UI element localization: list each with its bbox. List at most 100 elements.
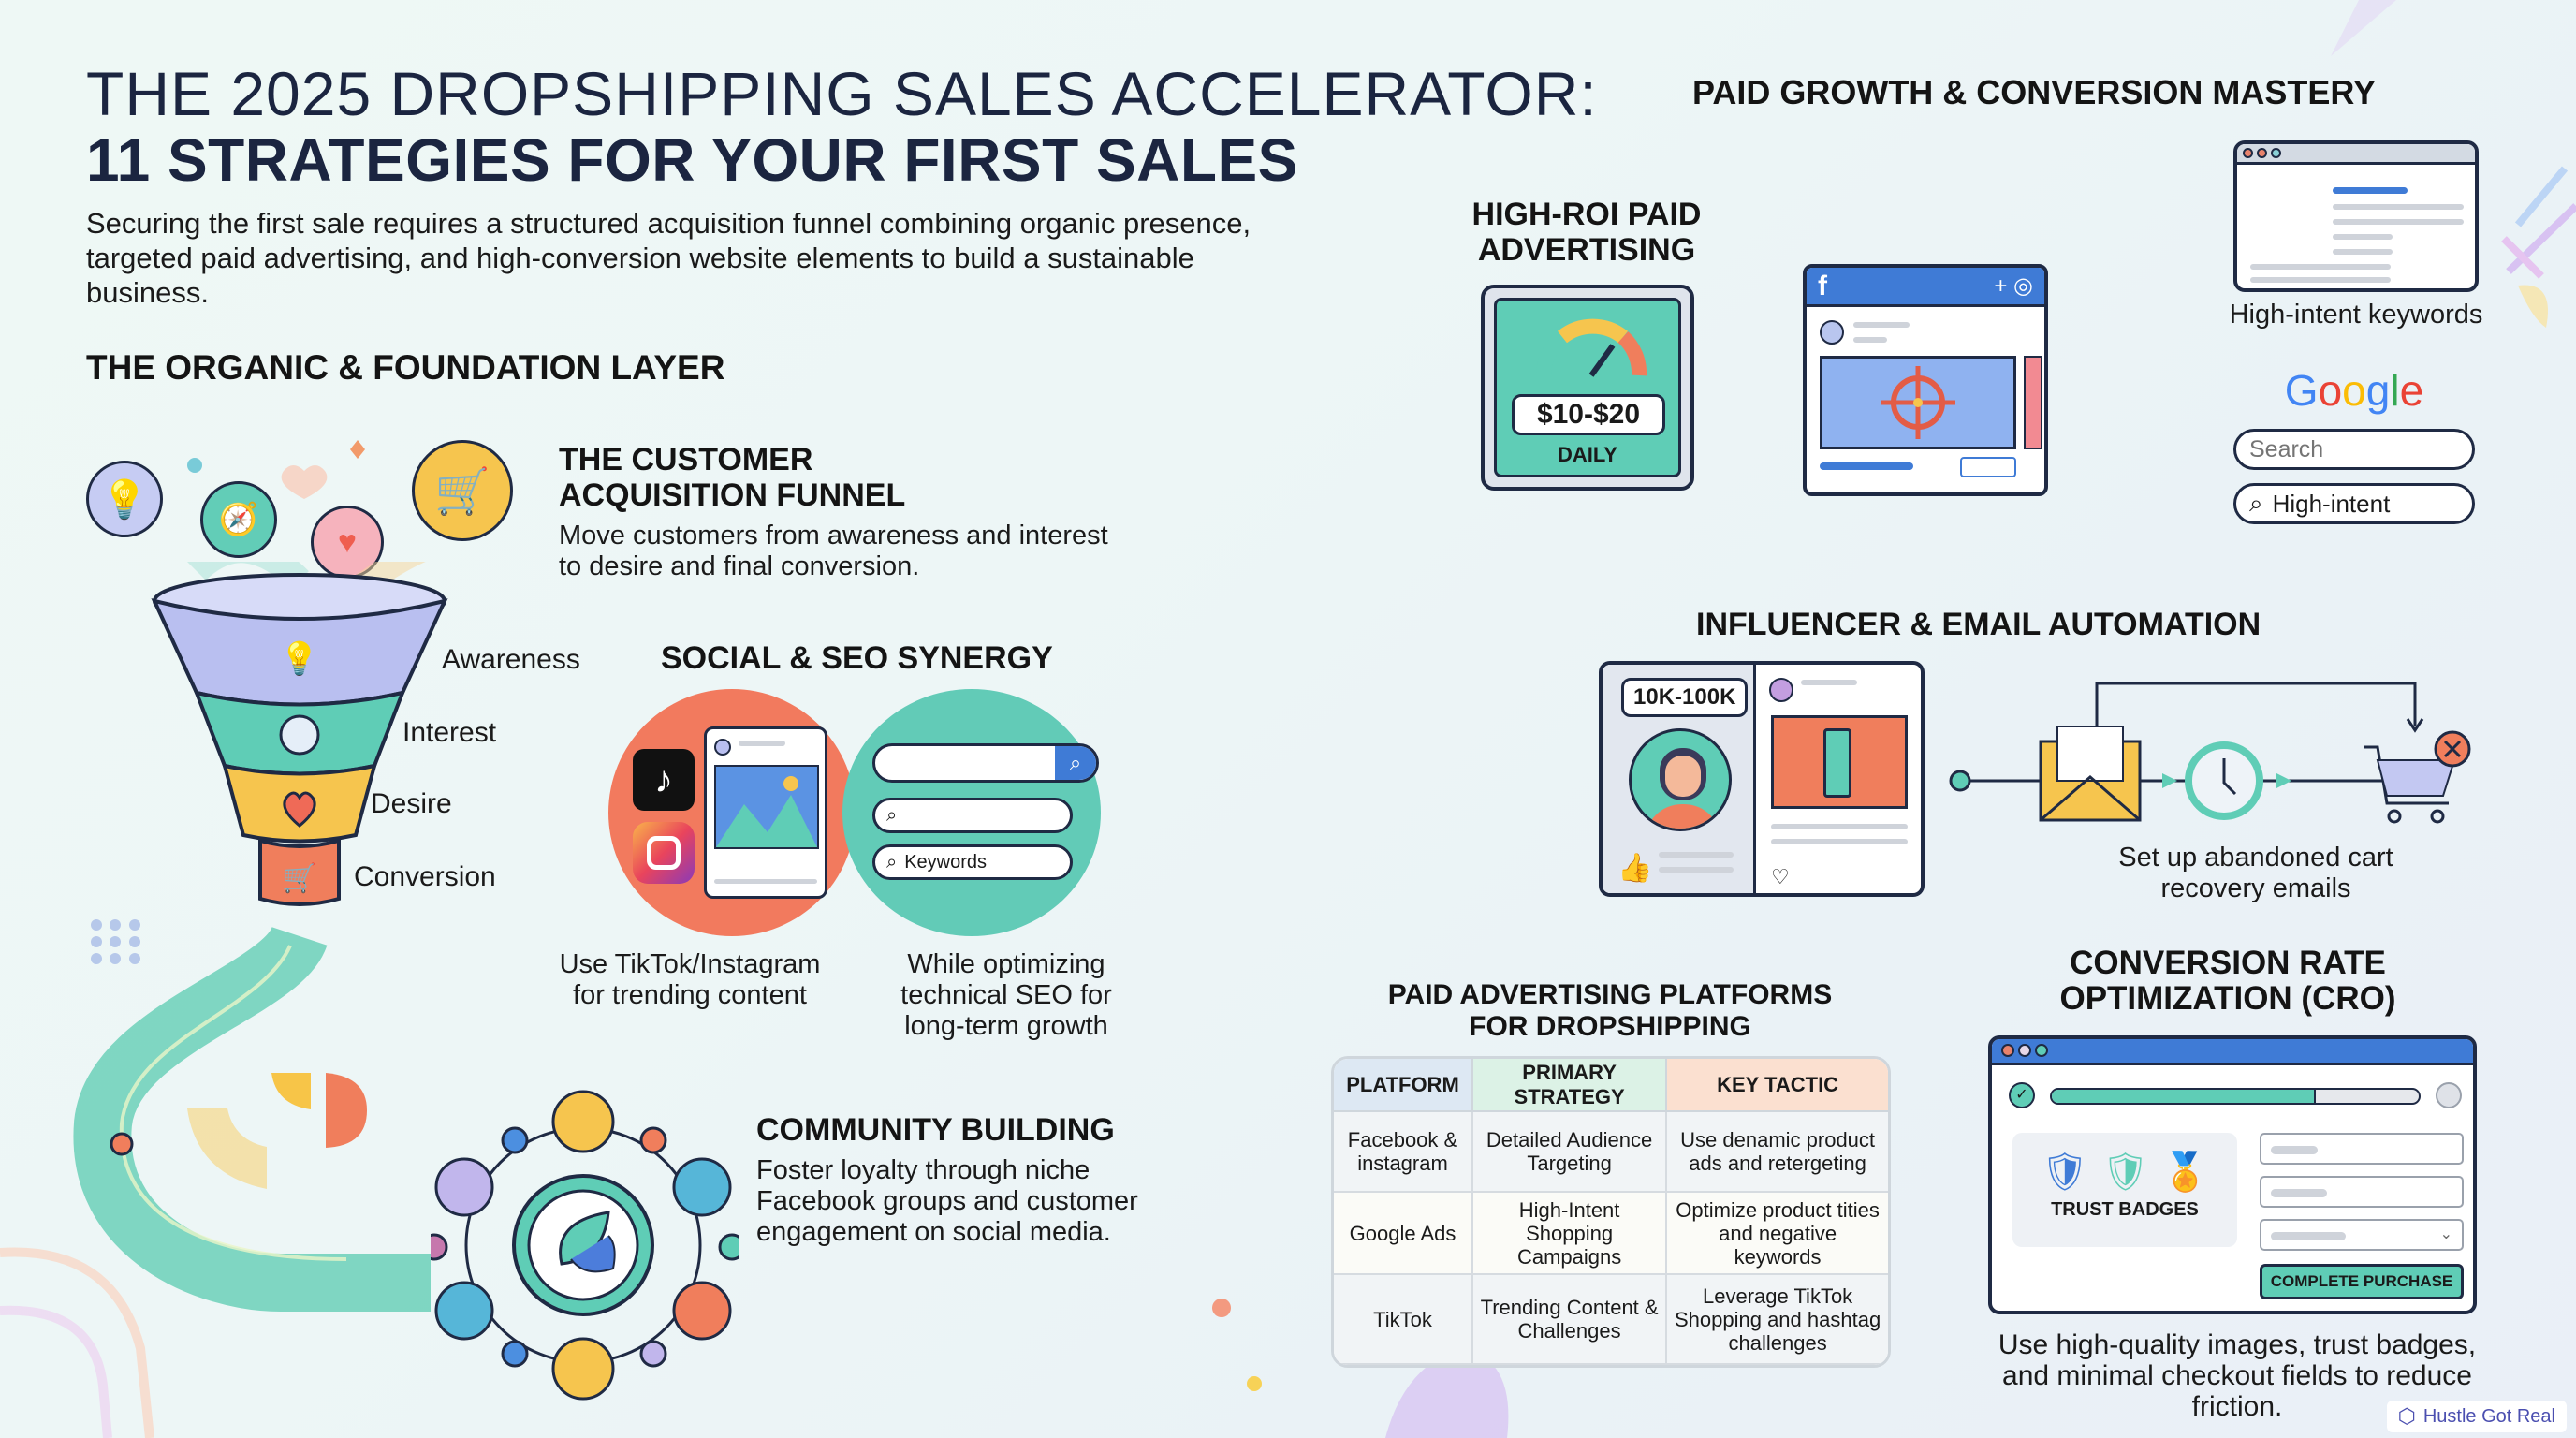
complete-purchase-button[interactable]: COMPLETE PURCHASE <box>2260 1264 2464 1299</box>
plus-instagram-icons: + ◎ <box>1994 273 2033 299</box>
checkout-field-2[interactable] <box>2260 1176 2464 1208</box>
award-ribbon-icon: 🏅 <box>2161 1152 2209 1193</box>
compass-icon: 🧭 <box>200 481 277 558</box>
funnel-lightbulb-icon: 💡 <box>280 640 319 677</box>
header-platform: PLATFORM <box>1334 1059 1473 1112</box>
funnel-title: THE CUSTOMER ACQUISITION FUNNEL <box>559 442 905 513</box>
instagram-icon <box>633 822 695 884</box>
shield-check-icon-blue: 🛡 <box>2041 1152 2089 1193</box>
platforms-table-title-line1: PAID ADVERTISING PLATFORMS <box>1387 979 1833 1010</box>
search-button-icon[interactable]: ⌕ <box>1055 746 1096 780</box>
community-description: Foster loyalty through niche Facebook gr… <box>756 1155 1138 1247</box>
google-search-input[interactable] <box>2236 435 2472 463</box>
checkout-field-1[interactable] <box>2260 1133 2464 1165</box>
funnel-stage-awareness: Awareness <box>442 644 580 675</box>
table-row: Facebook & instagram Detailed Audience T… <box>1334 1111 1888 1193</box>
envelope-icon <box>2039 726 2142 822</box>
platforms-table: PLATFORM PRIMARY STRATEGY KEY TACTIC Fac… <box>1331 1056 1891 1368</box>
abandoned-cart-caption: Set up abandoned cart recovery emails <box>2118 843 2393 903</box>
checkout-select[interactable]: ⌄ <box>2260 1219 2464 1251</box>
watermark: ⬡ Hustle Got Real <box>2386 1401 2567 1432</box>
cell-tactic: Optimize product tities and negative key… <box>1666 1192 1888 1275</box>
lightbulb-icon: 💡 <box>86 461 163 537</box>
cell-platform: Facebook & instagram <box>1334 1111 1473 1193</box>
cell-tactic: Use denamic product ads and retergeting <box>1666 1111 1888 1193</box>
funnel-stage-desire: Desire <box>371 788 452 819</box>
cart-icon: 🛒 <box>412 440 513 541</box>
keywords-caption: High-intent keywords <box>2229 300 2483 330</box>
chevron-down-icon: ⌄ <box>2439 1226 2452 1242</box>
search-icon: ⌕ <box>886 851 898 873</box>
checkout-progress-bar <box>2050 1088 2421 1105</box>
facebook-ad-mock: f + ◎ <box>1803 264 2048 496</box>
follower-range-bubble: 10K-100K <box>1621 678 1749 717</box>
seo-caption: While optimizing technical SEO for long-… <box>900 949 1112 1041</box>
community-title: COMMUNITY BUILDING <box>756 1112 1115 1148</box>
cell-tactic: Leverage TikTok Shopping and hashtag cha… <box>1666 1274 1888 1365</box>
social-caption: Use TikTok/Instagram for trending conten… <box>559 949 821 1010</box>
budget-amount: $10-$20 <box>1512 394 1665 435</box>
checkmark-icon: ✓ <box>2009 1082 2035 1108</box>
cell-strategy: Trending Content & Challenges <box>1472 1274 1668 1365</box>
cro-title: CONVERSION RATE OPTIMIZATION (CRO) <box>1984 946 2471 1017</box>
heart-outline-icon: ♡ <box>1771 865 1790 888</box>
search-results-window <box>2233 140 2479 292</box>
image-icon <box>716 776 817 847</box>
header-primary-strategy: PRIMARY STRATEGY <box>1472 1059 1668 1112</box>
influencer-avatar <box>1629 728 1732 831</box>
funnel-title-line2: ACQUISITION FUNNEL <box>559 477 906 513</box>
high-intent-query: High-intent <box>2272 489 2391 518</box>
cell-platform: TikTok <box>1334 1274 1473 1365</box>
platforms-table-title-line2: FOR DROPSHIPPING <box>1469 1011 1751 1042</box>
intro-paragraph: Securing the first sale requires a struc… <box>86 207 1251 309</box>
roi-title-line2: ADVERTISING <box>1477 232 1696 268</box>
influencer-email-title: INFLUENCER & EMAIL AUTOMATION <box>1696 607 2261 642</box>
cell-strategy: Detailed Audience Targeting <box>1472 1111 1668 1193</box>
acquisition-funnel: 💡 🛒 <box>151 562 448 906</box>
svg-text:🛒: 🛒 <box>282 861 316 894</box>
cro-title-line1: CONVERSION RATE <box>2070 945 2386 981</box>
target-crosshair-icon <box>1881 366 1955 439</box>
high-intent-query-field[interactable]: ⌕ High-intent <box>2233 483 2475 524</box>
funnel-stage-conversion: Conversion <box>354 861 496 892</box>
watermark-text: Hustle Got Real <box>2422 1405 2555 1427</box>
funnel-title-line1: THE CUSTOMER <box>559 442 813 477</box>
funnel-stage-interest: Interest <box>402 717 497 748</box>
paid-section-title: PAID GROWTH & CONVERSION MASTERY <box>1692 73 2377 111</box>
table-row: Google Ads High-Intent Shopping Campaign… <box>1334 1192 1888 1275</box>
facebook-icon: f <box>1818 270 1827 301</box>
cro-title-line2: OPTIMIZATION (CRO) <box>2059 980 2396 1017</box>
keywords-search-field[interactable]: ⌕ Keywords <box>872 844 1073 880</box>
table-row: TikTok Trending Content & Challenges Lev… <box>1334 1274 1888 1365</box>
platforms-table-title: PAID ADVERTISING PLATFORMS FOR DROPSHIPP… <box>1320 979 1900 1043</box>
tiktok-icon: ♪ <box>633 749 695 811</box>
social-seo-title: SOCIAL & SEO SYNERGY <box>661 640 1053 676</box>
keywords-placeholder: Keywords <box>904 851 988 873</box>
search-icon: ⌕ <box>2249 489 2263 517</box>
seo-search-bar[interactable]: ⌕ <box>872 743 1099 783</box>
trust-badges-panel: 🛡 🛡 🏅 TRUST BADGES <box>2012 1133 2237 1247</box>
page-title-line1: THE 2025 DROPSHIPPING SALES ACCELERATOR: <box>86 59 1598 128</box>
funnel-description: Move customers from awareness and intere… <box>559 521 1108 581</box>
checkout-window: ✓ 🛡 🛡 🏅 TRUST BADGES ⌄ COMPLETE PURCHASE <box>1988 1035 2477 1314</box>
google-search-bar[interactable]: ⌕ <box>2233 429 2475 470</box>
roi-title-line1: HIGH-ROI PAID <box>1471 197 1702 232</box>
google-logo: Google <box>2284 366 2424 415</box>
cube-logo-icon: ⬡ <box>2397 1404 2416 1428</box>
abandoned-cart-icon <box>2364 730 2471 824</box>
cell-strategy: High-Intent Shopping Campaigns <box>1472 1192 1668 1275</box>
influencer-post-mock: 10K-100K 👍 ♡ <box>1599 661 1925 897</box>
trust-badges-label: TRUST BADGES <box>2051 1199 2199 1220</box>
seo-search-field[interactable]: ⌕ <box>872 798 1073 833</box>
social-post-mock <box>704 726 827 899</box>
header-key-tactic: KEY TACTIC <box>1666 1059 1888 1112</box>
budget-card: $10-$20 DAILY <box>1481 285 1694 491</box>
cro-caption: Use high-quality images, trust badges, a… <box>1998 1329 2477 1422</box>
roi-title: HIGH-ROI PAID ADVERTISING <box>1432 197 1741 268</box>
shield-check-icon-teal: 🛡 <box>2101 1152 2149 1193</box>
table-header-row: PLATFORM PRIMARY STRATEGY KEY TACTIC <box>1334 1059 1888 1112</box>
gauge-icon <box>1536 318 1647 377</box>
clock-icon <box>2185 741 2263 820</box>
product-bottle-icon <box>1823 728 1852 798</box>
